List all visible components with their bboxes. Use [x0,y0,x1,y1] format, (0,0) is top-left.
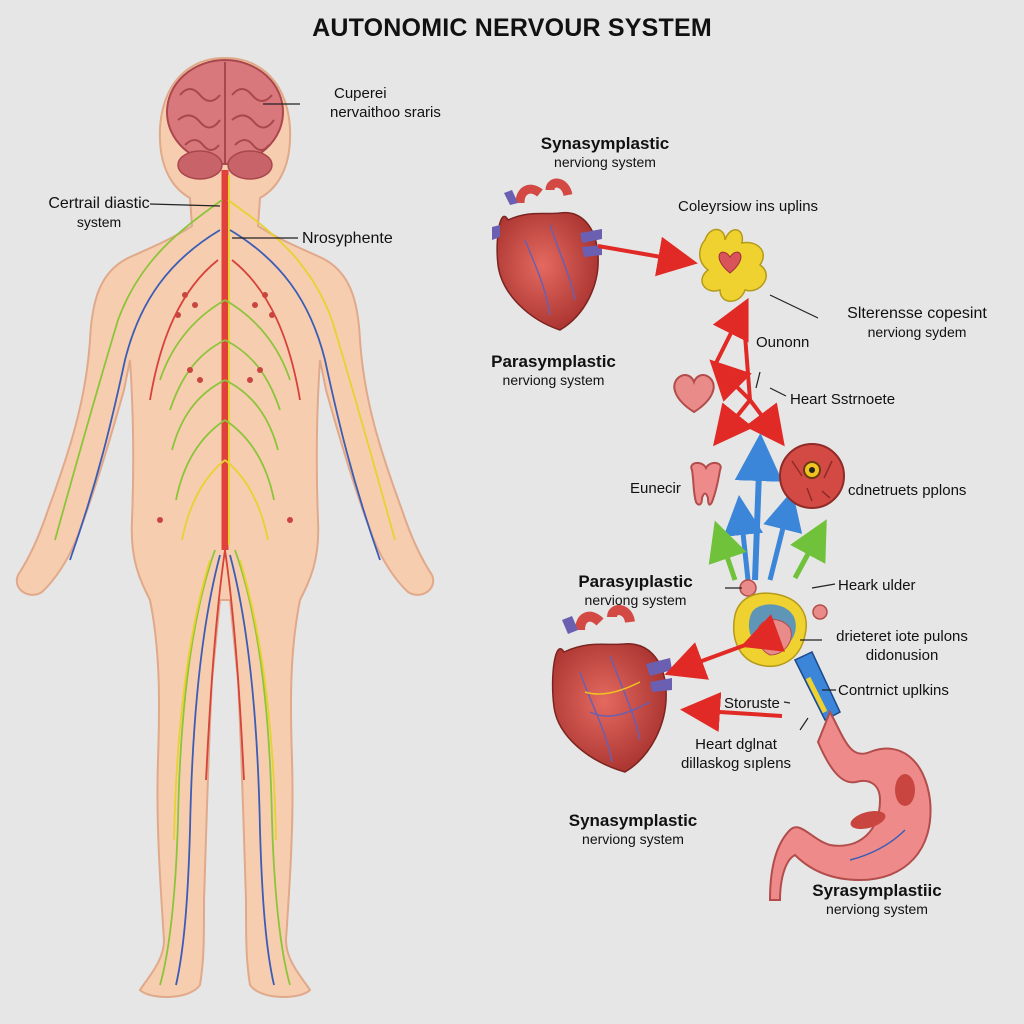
label-synasymplastic-top: Synasymplastic nerviong system [540,134,670,170]
label-sterensse: Slterensse copesint nerviong sydem [847,305,987,340]
label-ounonn: Ounonn [756,334,810,351]
label-heark-ulder: Heark ulder [838,577,916,594]
label-parasymplastic-top: Parasymplastic nerviong system [491,352,616,388]
label-parasymplastic-mid: Parasyıplastic nerviong system [578,572,693,608]
label-drieteret: drieteret iote pulons didonusion [836,628,968,664]
arrow-heart-to-gland [597,236,698,277]
label-synasymplastic-bottom: Synasymplastic nerviong system [568,811,698,847]
branching-arrows [708,297,827,581]
label-syrasymplastiic: Syrasymplastiic nerviong system [812,881,942,917]
heart-icon [551,605,672,773]
heart-icon [492,178,602,331]
leader-lines-left [149,103,300,239]
organ-markings [157,292,293,523]
heart-icon [673,374,715,414]
label-nrosyphente: Nrosyphente [302,230,393,247]
label-storuste: Storuste [724,695,780,712]
label-heart-dglnat: Heart dglnat dillaskog sıplens [680,736,792,772]
label-coleyrsiow: Coleyrsiow ins uplins [678,198,819,215]
arrow-duct-to-heart [680,692,783,732]
organ-icon [690,462,722,506]
stomach-icon [768,709,932,901]
human-body-figure [15,56,435,998]
label-eunecir: Eunecir [630,480,681,497]
organ-cross-section-icon [779,443,845,509]
diagram-title: AUTONOMIC NERVOUR SYSTEM [312,14,712,42]
brain-icon [166,59,284,180]
label-central-system: Certrail diastic system [48,195,150,230]
gland-icon [699,228,767,302]
label-cdnetruets: cdnetruets pplons [848,482,967,499]
label-cuperei: Cuperei nervaithoo sraris [330,85,441,121]
label-heart-sstrnoete: Heart Sstrnoete [790,391,896,408]
label-contrnict: Contrnict uplkins [838,682,949,699]
arrow-gland-to-heart [664,614,785,680]
